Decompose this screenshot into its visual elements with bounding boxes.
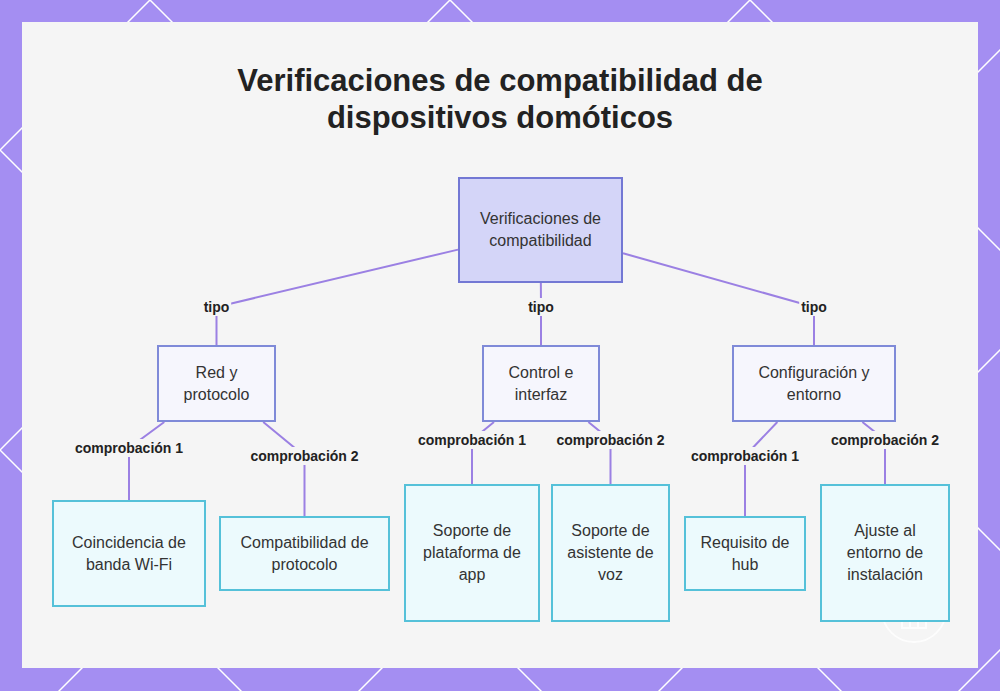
node-label: Configuración y entorno bbox=[742, 362, 886, 406]
edge-label: tipo bbox=[526, 298, 556, 316]
node-label: Soporte de asistente de voz bbox=[565, 520, 656, 586]
node-label: Verificaciones de compatibilidad bbox=[480, 208, 601, 252]
edge-label: comprobación 2 bbox=[829, 431, 941, 449]
node-label: Ajuste al entorno de instalación bbox=[834, 520, 936, 586]
edge-label: tipo bbox=[799, 298, 829, 316]
edge-label: comprobación 1 bbox=[73, 439, 185, 457]
category-box: Configuración y entorno bbox=[732, 345, 896, 422]
check-box: Requisito de hub bbox=[684, 516, 806, 591]
edge-label: tipo bbox=[202, 298, 232, 316]
edge-label: comprobación 1 bbox=[689, 447, 801, 465]
check-box: Coincidencia de banda Wi-Fi bbox=[52, 500, 206, 607]
edge-label: comprobación 2 bbox=[554, 431, 666, 449]
connector-line bbox=[129, 422, 164, 500]
check-box: Soporte de plataforma de app bbox=[404, 484, 540, 622]
node-label: Requisito de hub bbox=[698, 532, 792, 576]
diagram-title: Verificaciones de compatibilidad de disp… bbox=[200, 62, 800, 136]
node-label: Compatibilidad de protocolo bbox=[231, 532, 378, 576]
check-box: Soporte de asistente de voz bbox=[551, 484, 670, 622]
panel bbox=[22, 22, 978, 668]
edge-label: comprobación 1 bbox=[416, 431, 528, 449]
category-box: Control e interfaz bbox=[482, 345, 600, 422]
node-label: Soporte de plataforma de app bbox=[418, 520, 526, 586]
connector-line bbox=[263, 422, 304, 516]
connector-line bbox=[623, 253, 814, 345]
connector-line bbox=[217, 250, 459, 345]
check-box: Compatibilidad de protocolo bbox=[219, 516, 390, 591]
edge-label: comprobación 2 bbox=[248, 447, 360, 465]
node-label: Coincidencia de banda Wi-Fi bbox=[68, 532, 190, 576]
node-label: Red y protocolo bbox=[167, 362, 266, 406]
check-box: Ajuste al entorno de instalación bbox=[820, 484, 950, 622]
category-box: Red y protocolo bbox=[157, 345, 276, 422]
root-box: Verificaciones de compatibilidad bbox=[458, 177, 623, 283]
connector-line bbox=[745, 422, 777, 516]
node-label: Control e interfaz bbox=[492, 362, 590, 406]
